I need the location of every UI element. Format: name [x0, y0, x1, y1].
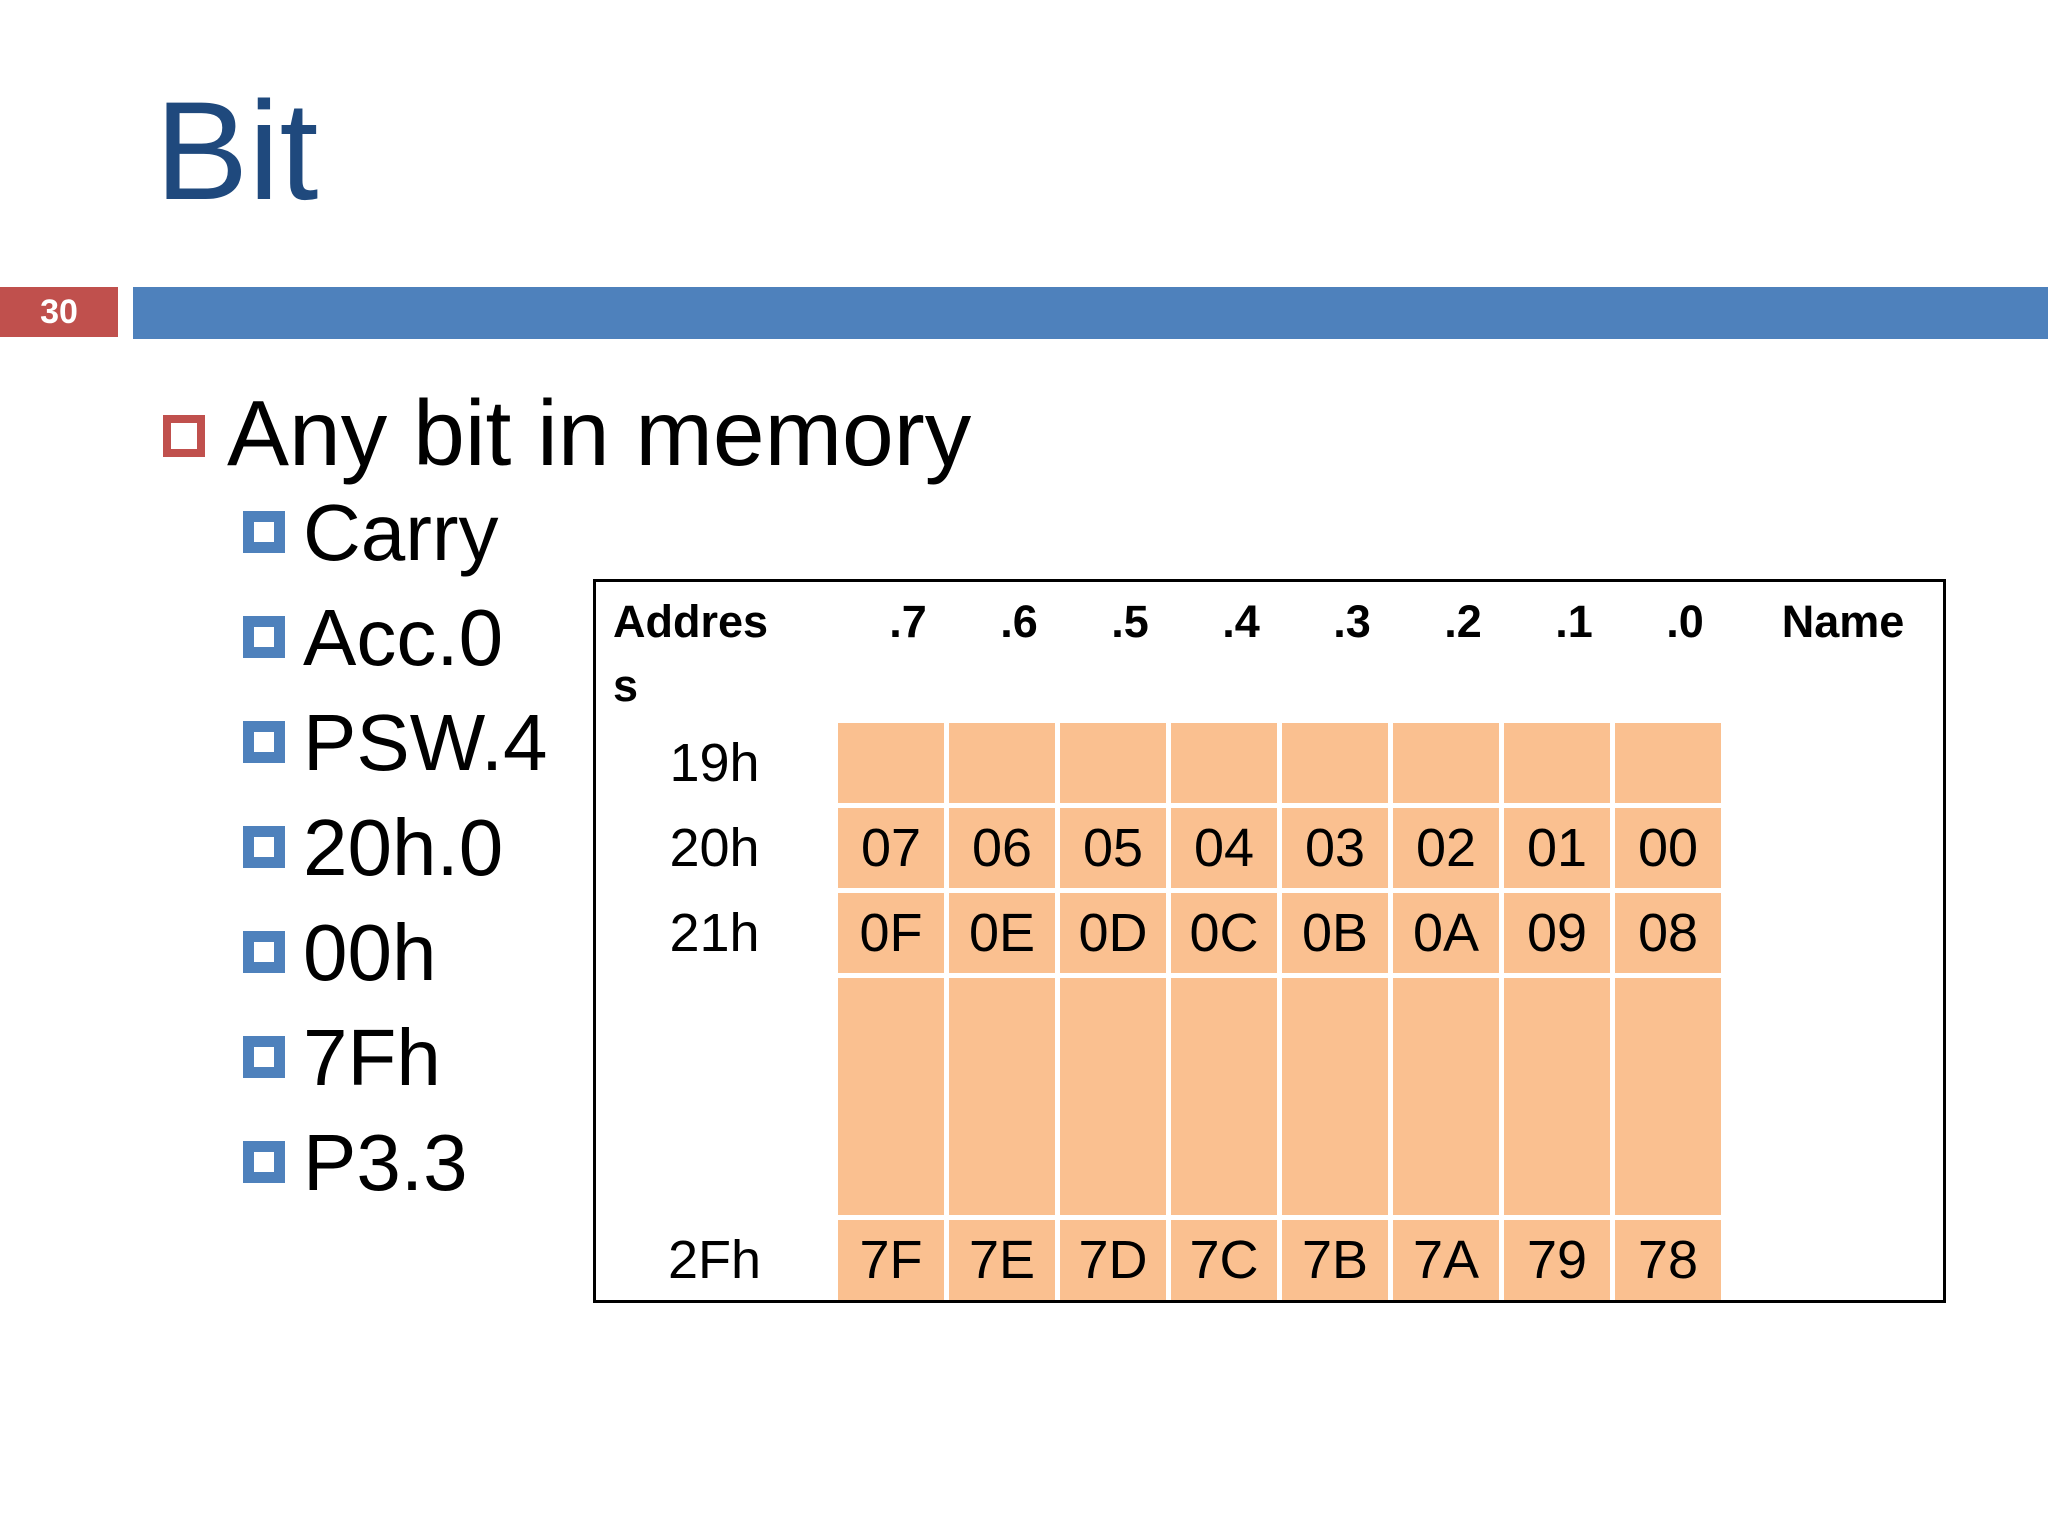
bit-cell: 06	[949, 808, 1055, 888]
bit-cell: 0B	[1282, 893, 1388, 973]
bit-cell	[1504, 723, 1610, 803]
sub-bullet-square-icon	[243, 721, 285, 763]
bit-cell	[1504, 978, 1610, 1215]
bit-cell: 7F	[838, 1220, 944, 1300]
name-cell	[1726, 893, 1943, 973]
sub-bullet-text: P3.3	[303, 1118, 468, 1207]
bit-cell: 08	[1615, 893, 1721, 973]
bit-cell: 04	[1171, 808, 1277, 888]
sub-bullet-square-icon	[243, 511, 285, 553]
address-cell	[596, 978, 833, 1215]
header-bit-1: .1	[1555, 596, 1593, 647]
address-cell: 2Fh	[667, 1230, 762, 1290]
table-row: 19h	[596, 723, 1943, 803]
bit-cell: 09	[1504, 893, 1610, 973]
bit-cell: 7A	[1393, 1220, 1499, 1300]
bit-cell: 0F	[838, 893, 944, 973]
name-cell	[1726, 808, 1943, 888]
bit-cell: 01	[1504, 808, 1610, 888]
header-address: Address	[613, 596, 769, 711]
header-bit-7: .7	[889, 596, 927, 647]
list-item: 00h	[243, 900, 893, 1005]
table-row: 20h 07 06 05 04 03 02 01 00	[596, 808, 1943, 888]
address-cell: 20h	[669, 818, 760, 878]
name-cell	[1726, 723, 1943, 803]
bit-cell: 7B	[1282, 1220, 1388, 1300]
sub-bullet-text: 7Fh	[303, 1013, 441, 1102]
sub-bullet-square-icon	[243, 1036, 285, 1078]
list-item: PSW.4	[243, 690, 893, 795]
bit-cell: 07	[838, 808, 944, 888]
address-cell: 21h	[669, 903, 760, 963]
bit-cell	[949, 723, 1055, 803]
bit-cell: 03	[1282, 808, 1388, 888]
bit-cell	[1615, 723, 1721, 803]
bit-cell: 79	[1504, 1220, 1610, 1300]
header-name: Name	[1781, 596, 1905, 647]
bit-cell	[1171, 978, 1277, 1215]
header-accent-bar	[133, 287, 2048, 339]
sub-bullet-text: PSW.4	[303, 698, 548, 787]
sub-bullet-list: Carry Acc.0 PSW.4 20h.0 00h 7Fh P3.3	[243, 480, 893, 1215]
bit-cell	[1615, 978, 1721, 1215]
slide-title: Bit	[155, 72, 319, 229]
bit-cell	[1060, 978, 1166, 1215]
list-item: P3.3	[243, 1110, 893, 1215]
bit-cell	[949, 978, 1055, 1215]
header-bit-4: .4	[1222, 596, 1260, 647]
table-row: 21h 0F 0E 0D 0C 0B 0A 09 08	[596, 893, 1943, 973]
bit-cell: 7C	[1171, 1220, 1277, 1300]
table-row: 2Fh 7F 7E 7D 7C 7B 7A 79 78	[596, 1220, 1943, 1300]
sub-bullet-text: Carry	[303, 488, 499, 577]
header-bit-6: .6	[1000, 596, 1038, 647]
bit-cell: 0C	[1171, 893, 1277, 973]
bit-cell	[838, 978, 944, 1215]
bit-cell: 02	[1393, 808, 1499, 888]
bit-address-table: Address .7 .6 .5 .4 .3 .2 .1 .0 Name 19h…	[593, 579, 1946, 1303]
sub-bullet-square-icon	[243, 931, 285, 973]
sub-bullet-square-icon	[243, 826, 285, 868]
header-bit-2: .2	[1444, 596, 1482, 647]
list-item: Acc.0	[243, 585, 893, 690]
bullet-square-icon	[163, 415, 205, 457]
table-header-row: Address .7 .6 .5 .4 .3 .2 .1 .0 Name	[596, 590, 1943, 718]
bit-cell	[1393, 723, 1499, 803]
list-item: 7Fh	[243, 1005, 893, 1110]
bit-cell	[1282, 978, 1388, 1215]
bit-cell	[1282, 723, 1388, 803]
address-cell: 19h	[669, 733, 760, 793]
bit-cell	[1060, 723, 1166, 803]
sub-bullet-text: 20h.0	[303, 803, 504, 892]
bit-cell: 00	[1615, 808, 1721, 888]
list-item: Carry	[243, 480, 893, 585]
bullet-text: Any bit in memory	[227, 381, 972, 485]
name-cell	[1726, 1220, 1943, 1300]
bit-cell	[1171, 723, 1277, 803]
header-bit-5: .5	[1111, 596, 1149, 647]
table-row	[596, 978, 1943, 1215]
bit-cell: 0A	[1393, 893, 1499, 973]
bit-cell: 7E	[949, 1220, 1055, 1300]
sub-bullet-square-icon	[243, 1141, 285, 1183]
list-item: 20h.0	[243, 795, 893, 900]
page-number-badge: 30	[0, 287, 118, 337]
bit-cell: 05	[1060, 808, 1166, 888]
bit-cell	[838, 723, 944, 803]
sub-bullet-text: 00h	[303, 908, 437, 997]
header-bit-3: .3	[1333, 596, 1371, 647]
bit-cell: 0D	[1060, 893, 1166, 973]
bit-cell: 7D	[1060, 1220, 1166, 1300]
sub-bullet-square-icon	[243, 616, 285, 658]
bit-cell: 0E	[949, 893, 1055, 973]
name-cell	[1726, 978, 1943, 1215]
header-bit-0: .0	[1666, 596, 1704, 647]
bit-cell	[1393, 978, 1499, 1215]
bit-cell: 78	[1615, 1220, 1721, 1300]
sub-bullet-text: Acc.0	[303, 593, 504, 682]
